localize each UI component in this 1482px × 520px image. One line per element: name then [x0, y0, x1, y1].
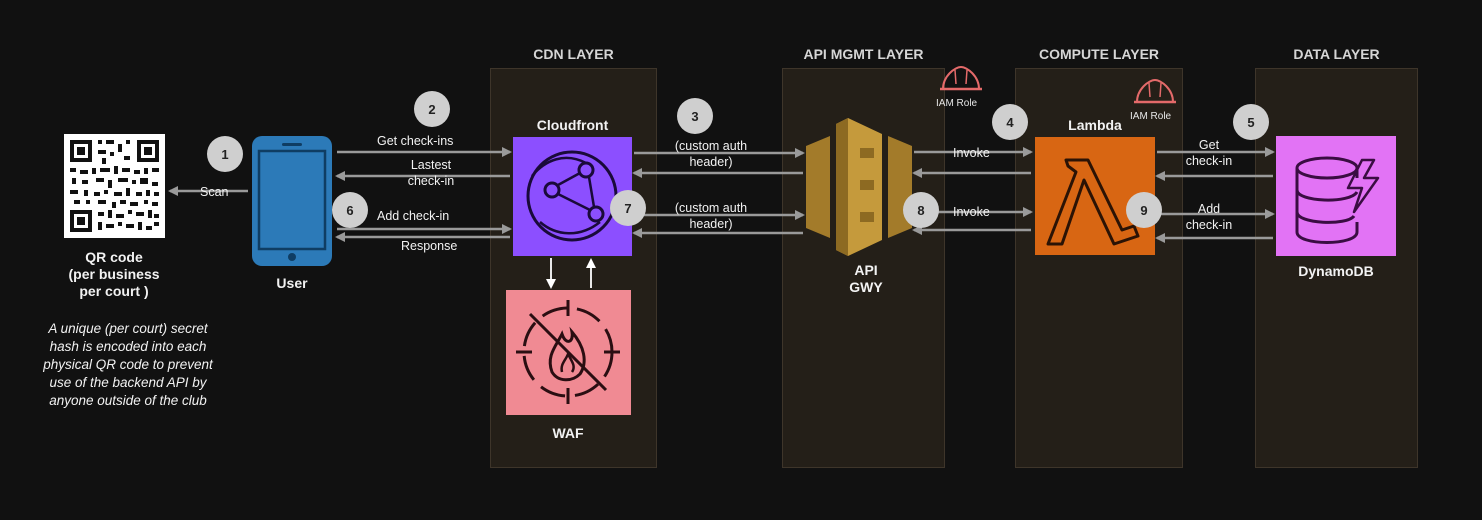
waf-arrows	[546, 258, 596, 289]
add-checkin-db-label: Add check-in	[1176, 201, 1242, 233]
cdn-layer-title: CDN LAYER	[533, 46, 614, 62]
cloudfront-label: Cloudfront	[536, 117, 609, 133]
api-gateway-label-line-2: GWY	[849, 279, 883, 295]
compute-layer	[1015, 68, 1183, 468]
qr-code-title-line-3: per court )	[79, 283, 149, 299]
data-layer	[1255, 68, 1418, 468]
step-7-badge: 7	[610, 190, 646, 226]
custom-auth-label-2-line-2: header)	[689, 217, 733, 231]
step-8-badge: 8	[903, 192, 939, 228]
get-checkin-label: Get check-in	[1176, 137, 1242, 169]
api-mgmt-layer-title: API MGMT LAYER	[803, 46, 924, 62]
step-2-badge: 2	[414, 91, 450, 127]
iam-role-helmet-icon-2	[1134, 78, 1176, 104]
latest-checkin-label-line-2: check-in	[407, 174, 455, 188]
custom-auth-label-1-line-1: (custom auth	[674, 139, 748, 153]
step-4-badge: 4	[992, 104, 1028, 140]
user-label: User	[276, 275, 308, 291]
dynamodb-label: DynamoDB	[1298, 263, 1374, 279]
connector-arrows	[168, 147, 1275, 243]
invoke-label-2: Invoke	[953, 205, 990, 219]
latest-checkin-label-line-1: Lastest	[410, 158, 452, 172]
api-gateway-icon	[806, 118, 912, 256]
iam-role-label-1: IAM Role	[936, 98, 978, 109]
qr-hash-note: A unique (per court) secret hash is enco…	[43, 321, 213, 408]
qr-code-title-line-1: QR code	[85, 249, 143, 265]
compute-layer-title: COMPUTE LAYER	[1038, 46, 1160, 62]
waf-label: WAF	[552, 425, 584, 441]
custom-auth-label-1-line-2: header)	[689, 155, 733, 169]
phone-icon	[252, 136, 332, 266]
iam-role-label-2: IAM Role	[1130, 111, 1172, 122]
qr-code-icon	[64, 134, 165, 238]
get-checkins-label: Get check-ins	[377, 134, 454, 148]
step-9-badge: 9	[1126, 192, 1162, 228]
step-1-badge: 1	[207, 136, 243, 172]
waf-icon	[506, 290, 631, 415]
custom-auth-label-1: (custom auth header)	[668, 138, 754, 170]
api-gateway-label-line-1: API	[854, 262, 878, 278]
lambda-label: Lambda	[1068, 117, 1122, 133]
add-checkin-db-label-line-1: Add	[1197, 202, 1221, 216]
qr-code-title-line-2: (per business	[68, 266, 160, 282]
get-checkin-label-line-1: Get	[1198, 138, 1220, 152]
custom-auth-label-2-line-1: (custom auth	[674, 201, 748, 215]
invoke-label-1: Invoke	[953, 146, 990, 160]
response-label: Response	[401, 239, 458, 253]
cloudfront-icon	[513, 137, 632, 256]
step-5-badge: 5	[1233, 104, 1269, 140]
dynamodb-icon	[1276, 136, 1396, 256]
data-layer-title: DATA LAYER	[1293, 46, 1380, 62]
iam-role-helmet-icon-1	[940, 65, 982, 91]
get-checkin-label-line-2: check-in	[1185, 154, 1233, 168]
scan-label: Scan	[200, 185, 229, 199]
step-3-badge: 3	[677, 98, 713, 134]
latest-checkin-label: Lastest check-in	[398, 157, 464, 189]
add-checkin-label: Add check-in	[377, 209, 450, 223]
add-checkin-db-label-line-2: check-in	[1185, 218, 1233, 232]
api-gateway-label: API GWY	[826, 262, 906, 296]
qr-code-title: QR code (per business per court )	[54, 249, 174, 300]
custom-auth-label-2: (custom auth header)	[668, 200, 754, 232]
step-6-badge: 6	[332, 192, 368, 228]
